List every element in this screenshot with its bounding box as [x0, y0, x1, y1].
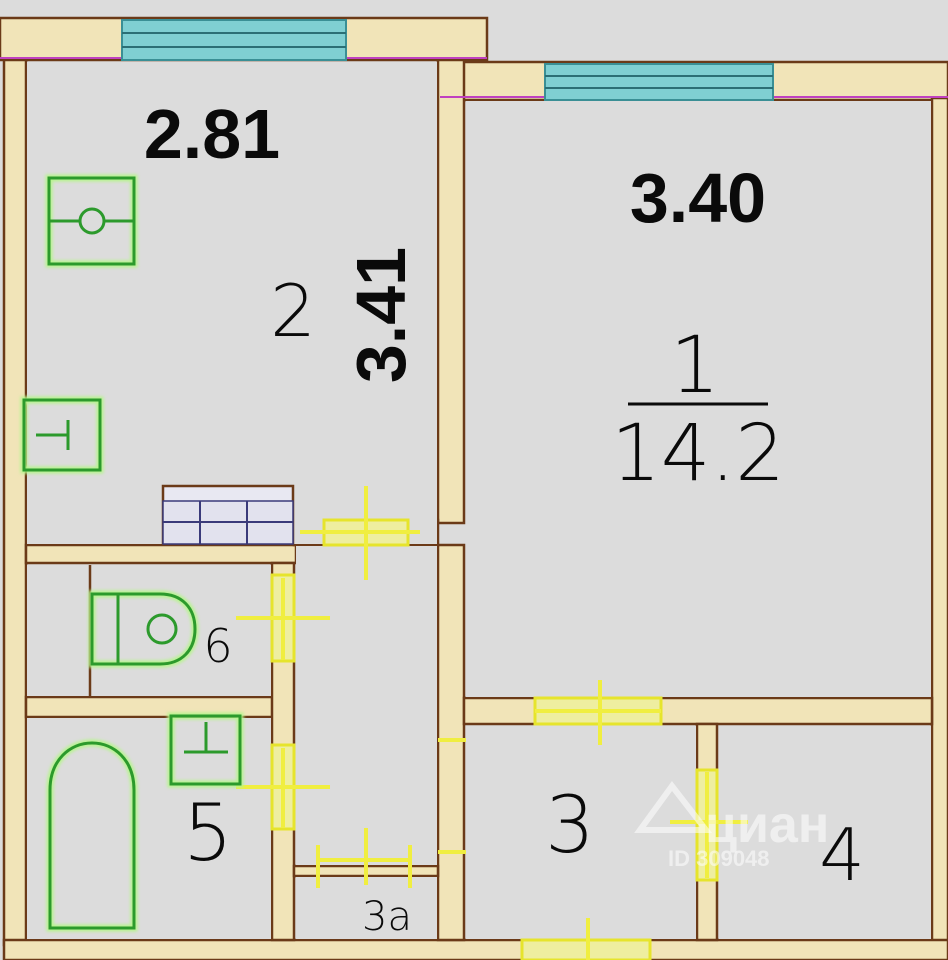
watermark-id: ID 309048 — [668, 846, 770, 871]
kitchen-width-label: 2.81 — [144, 95, 280, 173]
kitchen-sink-icon — [20, 396, 104, 474]
floor-room-4 — [719, 726, 931, 939]
wall-kitchen-room1 — [436, 58, 466, 525]
floor-kitchen — [27, 62, 437, 544]
room-3-number: 3 — [545, 781, 595, 871]
window-room-1 — [544, 63, 774, 101]
window-kitchen — [121, 19, 347, 61]
door-entrance — [520, 918, 652, 960]
wall-hallway-right — [436, 543, 466, 942]
radiator-icon — [161, 484, 295, 546]
doors — [236, 486, 748, 960]
door-room-3 — [438, 738, 466, 854]
door-room-3a — [316, 828, 412, 888]
watermark-logo-icon — [634, 780, 713, 833]
walls — [0, 16, 948, 960]
room-1-area: 14.2 — [611, 409, 785, 499]
bathtub-icon — [46, 739, 138, 932]
floor-room-1 — [466, 101, 931, 697]
wall-bottom — [2, 938, 948, 960]
stove-icon — [45, 174, 138, 268]
door-room-4 — [670, 768, 748, 882]
room-floors — [27, 62, 931, 939]
kitchen-length-label: 3.41 — [342, 247, 420, 383]
floor-hallway — [296, 546, 437, 865]
door-room-5 — [236, 743, 330, 831]
bathroom-sink-icon — [167, 712, 244, 788]
room-3a-number: 3a — [362, 894, 412, 940]
door-kitchen — [300, 486, 420, 580]
room-4-number: 4 — [819, 813, 865, 897]
watermark-brand: циан — [705, 796, 829, 854]
wall-right — [930, 96, 948, 950]
toilet-icon — [88, 590, 199, 668]
watermark: циан ID 309048 — [634, 780, 829, 871]
door-room-6 — [236, 573, 330, 663]
room-6-number: 6 — [203, 619, 232, 673]
room-1-width-label: 3.40 — [630, 159, 766, 237]
room-1-number: 1 — [670, 321, 720, 411]
room-5-number: 5 — [183, 789, 233, 879]
door-room-1 — [533, 680, 663, 745]
room-2-number: 2 — [270, 269, 316, 353]
wall-left — [2, 58, 28, 947]
wall-kitchen-bottom — [24, 543, 298, 565]
